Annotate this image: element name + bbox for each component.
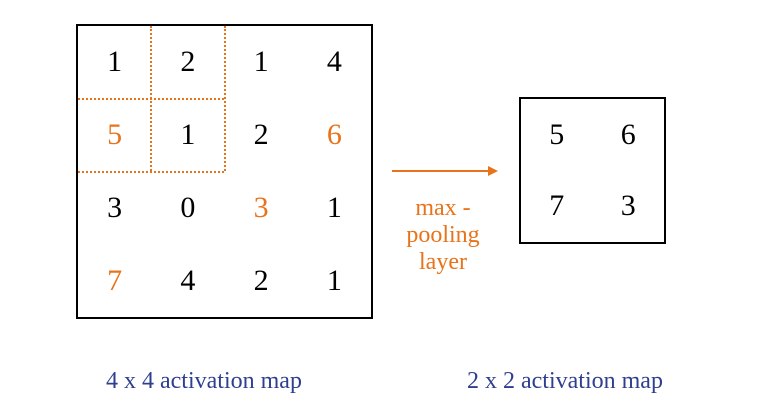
input-activation-grid: 1 2 1 4 5 1 2 6 3 0 3 1 7 4 2 1 bbox=[76, 24, 373, 319]
output-cell-r1-c1: 5 bbox=[549, 117, 565, 151]
input-cell-r4-c3: 2 bbox=[253, 263, 269, 297]
input-cell-r2-c2: 1 bbox=[180, 118, 196, 152]
input-cell-r1-c1: 1 bbox=[107, 45, 123, 79]
operation-line-1: max - bbox=[415, 195, 471, 221]
output-activation-grid: 5 6 7 3 bbox=[519, 97, 666, 244]
input-cell-r3-c4: 1 bbox=[326, 190, 342, 224]
input-cell-r3-c1: 3 bbox=[107, 190, 123, 224]
input-cell-r1-c2: 2 bbox=[180, 45, 196, 79]
input-cell-r4-c1: 7 bbox=[107, 263, 123, 297]
output-cell-r2-c1: 7 bbox=[549, 189, 565, 223]
operation-line-2: pooling bbox=[406, 222, 480, 248]
input-cell-r4-c4: 1 bbox=[326, 263, 342, 297]
input-cell-r3-c2: 0 bbox=[180, 190, 196, 224]
right-arrow-icon bbox=[392, 166, 498, 176]
input-cell-r2-c3: 2 bbox=[253, 118, 269, 152]
input-cell-r1-c3: 1 bbox=[253, 45, 269, 79]
output-cell-r2-c2: 3 bbox=[620, 189, 636, 223]
input-cell-r1-c4: 4 bbox=[326, 45, 342, 79]
max-pooling-label: max - pooling layer bbox=[388, 195, 498, 276]
pooling-window-divider bbox=[224, 26, 226, 171]
pooling-window-divider bbox=[78, 98, 224, 100]
input-cell-r2-c1: 5 bbox=[107, 118, 123, 152]
input-cell-r4-c2: 4 bbox=[180, 263, 196, 297]
input-map-caption: 4 x 4 activation map bbox=[106, 368, 302, 394]
output-map-caption: 2 x 2 activation map bbox=[467, 368, 663, 394]
input-cell-r2-c4: 6 bbox=[326, 118, 342, 152]
operation-line-3: layer bbox=[419, 249, 467, 275]
pooling-window-divider bbox=[78, 171, 224, 173]
output-cell-r1-c2: 6 bbox=[620, 117, 636, 151]
input-cell-r3-c3: 3 bbox=[253, 190, 269, 224]
